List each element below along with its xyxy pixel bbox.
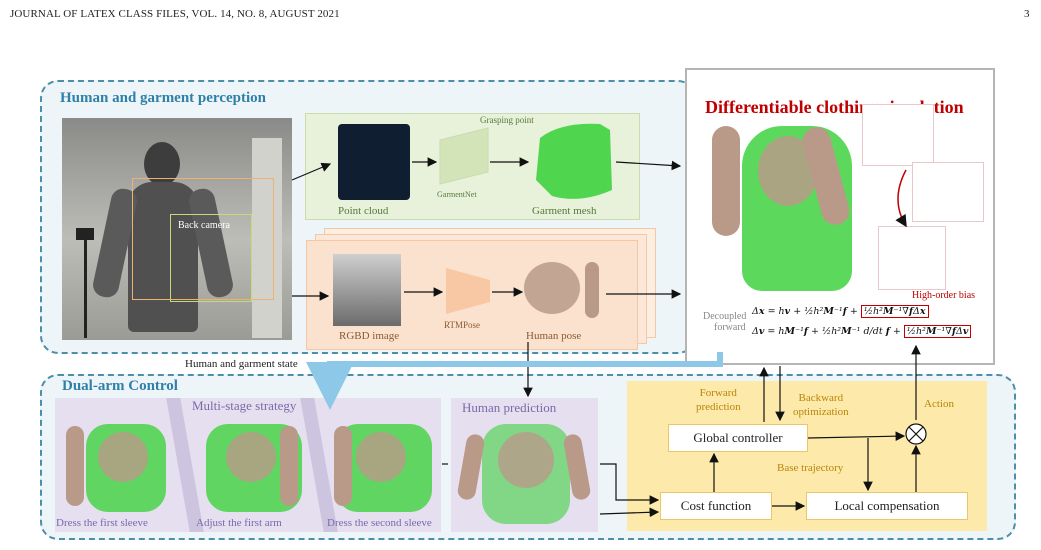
state-label: Human and garment state (185, 358, 298, 370)
robot-mannequin-photo (62, 118, 292, 340)
control-title: Dual-arm Control (62, 378, 178, 394)
stage-1-label: Dress the first sleeve (56, 517, 148, 529)
stage-2-label: Adjust the first arm (196, 517, 282, 529)
human-pose-shape (524, 262, 580, 314)
garmentnet-label: GarmentNet (437, 190, 477, 199)
simulation-render (702, 116, 872, 296)
sim-detail-3 (878, 226, 946, 290)
garment-mesh-shape (536, 123, 612, 199)
human-pose-label: Human pose (526, 330, 582, 342)
prediction-title: Human prediction (462, 400, 557, 415)
garment-mesh-label: Garment mesh (532, 205, 597, 217)
update-equations: Δx = hv + ½h²M⁻¹f + ½h²M⁻¹∇fΔx Δv = hM⁻¹… (752, 302, 984, 342)
perception-title: Human and garment perception (60, 90, 266, 106)
local-compensation-box: Local compensation (806, 492, 968, 520)
stage-3-render (326, 418, 438, 516)
strategy-title: Multi-stage strategy (192, 398, 297, 413)
rgbd-label: RGBD image (339, 330, 400, 342)
decoupled-label: Decoupled (703, 311, 747, 322)
prediction-render (456, 420, 592, 528)
cost-function-box: Cost function (660, 492, 772, 520)
stage-1-render (60, 418, 174, 516)
garmentnet-block (439, 127, 489, 185)
forward-label: forward (714, 322, 746, 333)
backward-optimization-label: Backward optimization (793, 392, 849, 418)
page-number: 3 (1024, 8, 1030, 20)
high-order-bias-label: High-order bias (912, 290, 976, 301)
global-controller-box: Global controller (668, 424, 808, 452)
stage-2-render (192, 418, 308, 516)
forward-prediction-label: Forward prediction (696, 387, 741, 413)
action-label: Action (924, 398, 954, 410)
back-camera-label: Back camera (178, 220, 230, 231)
sim-detail-1 (862, 104, 934, 166)
rtmpose-label: RTMPose (444, 320, 480, 330)
stage-3-label: Dress the second sleeve (327, 517, 432, 529)
grasping-point-label: Grasping point (480, 115, 534, 125)
point-cloud-label: Point cloud (338, 205, 389, 217)
base-trajectory-label: Base trajectory (777, 462, 844, 474)
rgbd-image (333, 254, 401, 326)
journal-header: JOURNAL OF LATEX CLASS FILES, VOL. 14, N… (10, 8, 340, 20)
sim-detail-2 (912, 162, 984, 222)
human-pose-arm (585, 262, 599, 318)
point-cloud-image (338, 124, 410, 200)
rtmpose-block (446, 268, 490, 314)
